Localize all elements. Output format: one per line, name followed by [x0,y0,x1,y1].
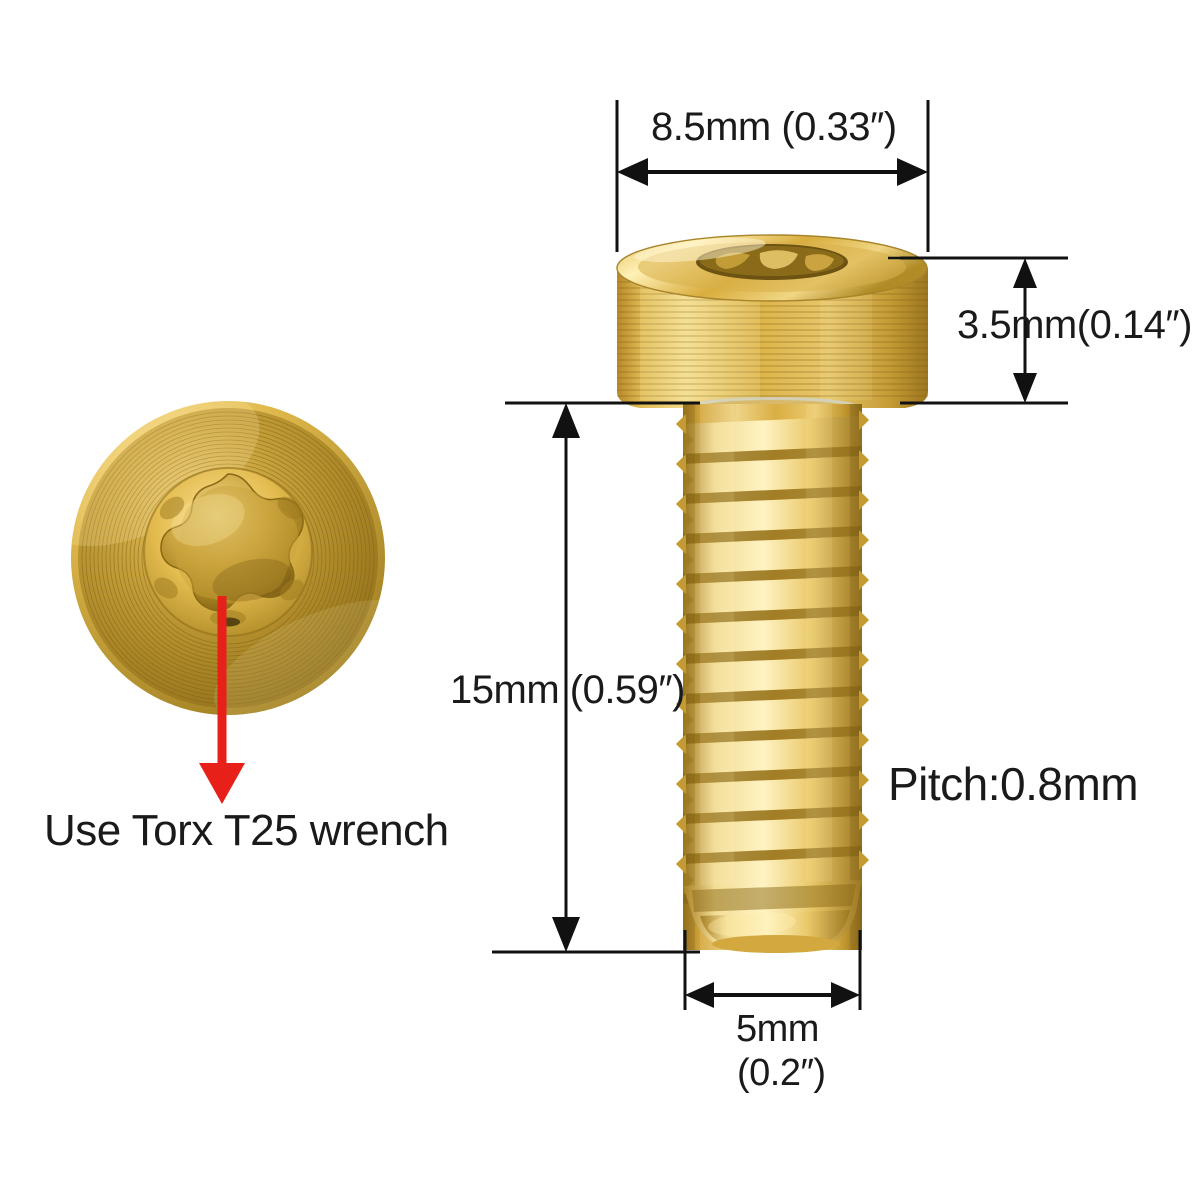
head-diameter-label: 8.5mm (0.33″) [651,105,897,149]
bolt-side-view [616,234,928,953]
head-height-label: 3.5mm(0.14″) [957,303,1192,347]
shaft-diameter-mm-label: 5mm [736,1008,819,1050]
threaded-shaft [683,404,862,950]
torx-wrench-note-label: Use Torx T25 wrench [44,806,449,855]
torx-callout-arrow [199,596,245,804]
shaft-length-label: 15mm (0.59″) [450,668,685,712]
shaft-diameter-inch-label: (0.2″) [737,1052,826,1094]
thread-pitch-label: Pitch:0.8mm [888,758,1139,810]
dimension-annotations [492,100,1068,1010]
bolt-head-top-view [71,401,385,715]
